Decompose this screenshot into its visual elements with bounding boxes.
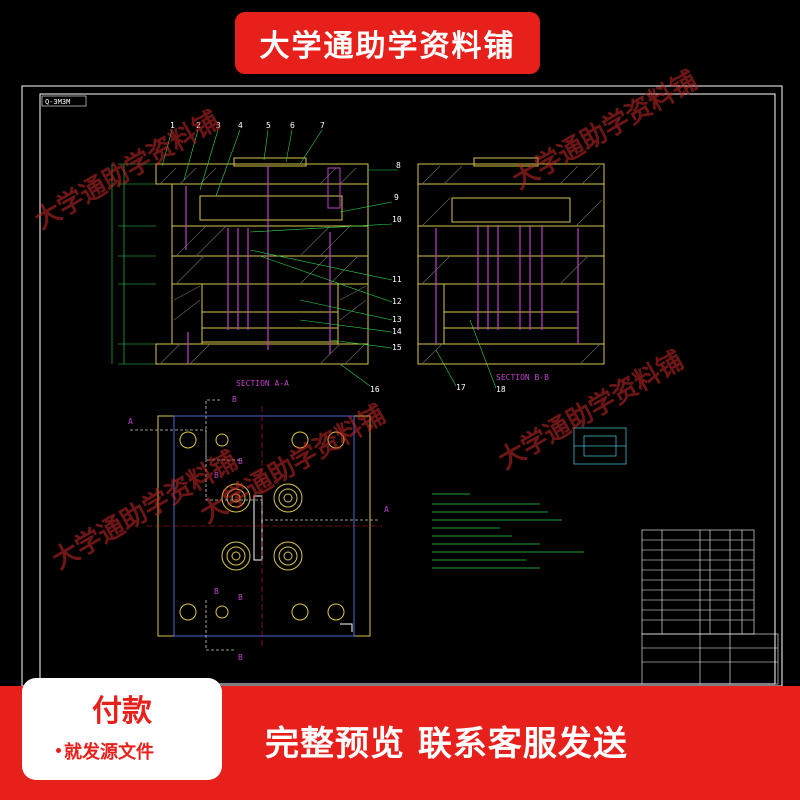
part-label: 12 <box>392 297 402 306</box>
part-label: 3 <box>216 121 221 130</box>
center-lines <box>146 406 382 646</box>
section-b-assembly <box>417 157 605 365</box>
store-title: 大学通助学资料铺 <box>259 29 516 64</box>
part-label: 11 <box>392 275 402 284</box>
payment-title: 付款 <box>92 694 152 729</box>
section-mark: B <box>214 587 219 596</box>
part-label: 5 <box>266 121 271 130</box>
payment-card[interactable]: 付款 就发源文件 <box>22 678 222 780</box>
payment-subtitle: 就发源文件 <box>64 742 154 763</box>
section-mark: B <box>214 471 219 480</box>
part-label: 17 <box>456 383 466 392</box>
parts-list-table <box>641 529 779 685</box>
section-mark: A <box>128 417 133 426</box>
title-code-box <box>41 95 87 107</box>
section-cut-lines <box>130 399 380 651</box>
title-code-text: Q-3M3M <box>45 98 70 106</box>
dimension-lines-a <box>111 163 156 365</box>
part-label: 14 <box>392 327 402 336</box>
section-b-label: SECTION B-B <box>496 373 549 382</box>
drawing-frame-inner <box>39 93 776 685</box>
part-label: 2 <box>196 121 201 130</box>
part-label: 18 <box>496 385 506 394</box>
part-label: 15 <box>392 343 402 352</box>
section-mark: B <box>238 593 243 602</box>
part-label: 4 <box>238 121 243 130</box>
part-label: 16 <box>370 385 380 394</box>
section-a-label: SECTION A-A <box>236 379 289 388</box>
contact-cta: 完整预览 联系客服发送 <box>265 724 628 764</box>
detail-view <box>573 427 627 465</box>
section-mark: B <box>232 395 237 404</box>
section-a-assembly <box>155 157 369 365</box>
store-banner: 大学通助学资料铺 <box>235 12 540 74</box>
part-label: 10 <box>392 215 402 224</box>
part-label: 6 <box>290 121 295 130</box>
part-label: 8 <box>396 161 401 170</box>
technical-notes <box>432 493 584 569</box>
section-mark: A <box>384 505 389 514</box>
part-number-labels: 1 2 3 4 5 6 7 8 9 10 11 12 13 14 15 16 1… <box>170 121 506 394</box>
part-label: 13 <box>392 315 402 324</box>
leader-lines <box>161 129 497 389</box>
section-mark: B <box>238 653 243 662</box>
section-mark: B <box>238 457 243 466</box>
part-label: 7 <box>320 121 325 130</box>
part-label: 1 <box>170 121 175 130</box>
section-marks: A A B B B B B B <box>128 395 389 662</box>
bullet-dot-icon <box>56 748 61 753</box>
part-label: 9 <box>394 193 399 202</box>
